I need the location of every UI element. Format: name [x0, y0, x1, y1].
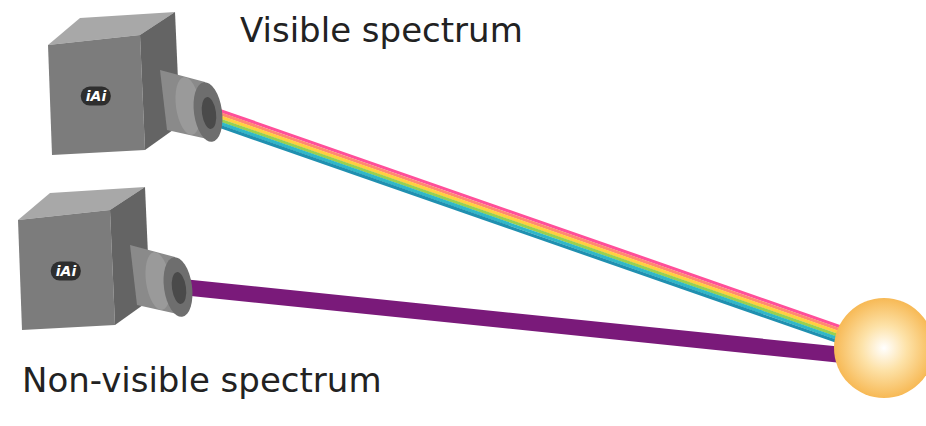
spectrum-label: Non-visible spectrum [22, 360, 382, 401]
visible-beam [208, 108, 873, 352]
camera-non-visible [18, 187, 196, 330]
non-visible-beam [182, 287, 862, 357]
spectrum-label: Visible spectrum [240, 10, 523, 51]
camera-logo: iAi [51, 262, 81, 281]
light-source [834, 298, 926, 398]
camera-visible [48, 12, 226, 155]
camera-logo: iAi [81, 87, 111, 106]
